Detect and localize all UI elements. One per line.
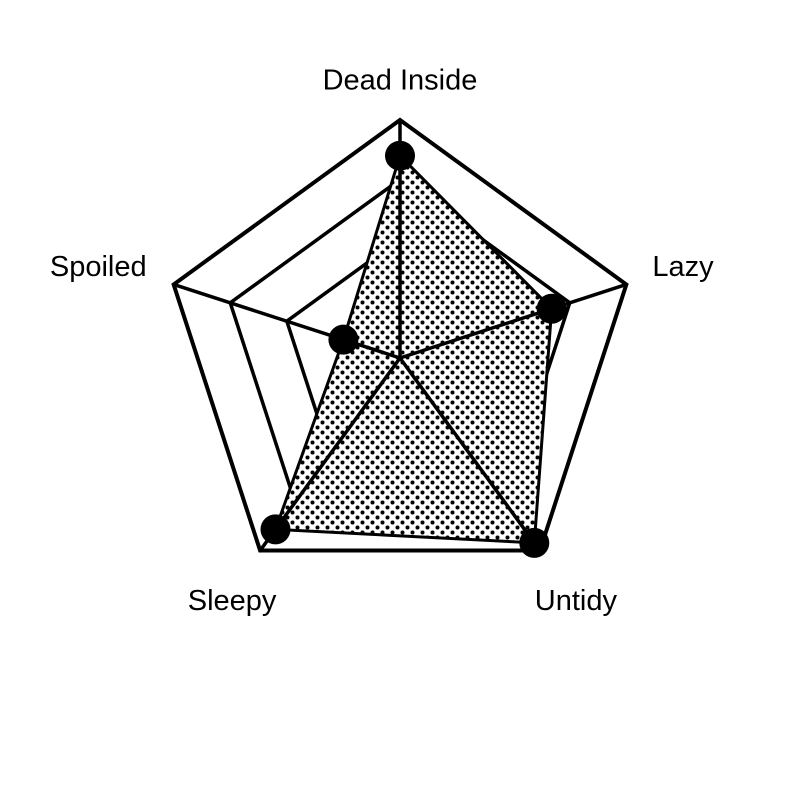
axis-label-2: Lazy bbox=[652, 251, 714, 283]
data-point-3 bbox=[519, 527, 550, 558]
data-point-4 bbox=[260, 514, 291, 545]
data-point-5 bbox=[328, 324, 359, 355]
data-point-2 bbox=[536, 293, 567, 324]
axis-spoke-5 bbox=[173, 282, 401, 360]
axis-label-3: Untidy bbox=[535, 585, 618, 617]
data-point-1 bbox=[385, 140, 415, 171]
axis-label-4: Sleepy bbox=[188, 585, 277, 617]
axis-label-1: Dead Inside bbox=[323, 65, 478, 97]
data-area bbox=[273, 152, 554, 545]
data-area-polygon bbox=[273, 152, 554, 545]
grid-ring-4 bbox=[171, 117, 629, 553]
axis-spoke-3 bbox=[398, 356, 542, 552]
data-markers bbox=[260, 140, 567, 558]
axis-label-5: Spoiled bbox=[50, 251, 147, 283]
axis-spoke-2 bbox=[399, 282, 627, 360]
